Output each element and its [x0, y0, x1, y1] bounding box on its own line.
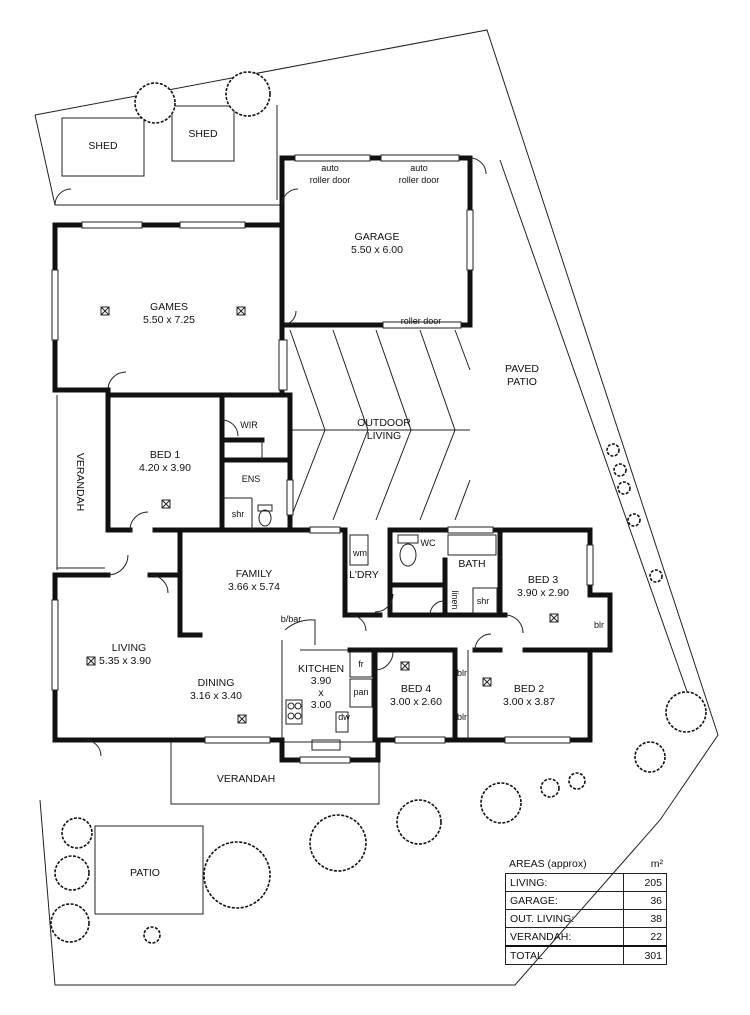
- fridge-label: fr: [358, 659, 364, 669]
- bed2-dims: 3.00 x 3.87: [503, 696, 555, 708]
- bed3-dims: 3.90 x 2.90: [517, 587, 569, 599]
- shed-2: [171, 105, 235, 162]
- bath-shr-label: shr: [477, 596, 490, 606]
- table-row: OUT. LIVING: 38: [505, 909, 667, 928]
- wc-label: WC: [421, 538, 436, 548]
- auto-roller-door-1-line1: auto: [321, 163, 339, 173]
- bed4-blr-label-2: blr: [457, 712, 467, 722]
- garage-dims: 5.50 x 6.00: [351, 244, 403, 256]
- patio-slab: [94, 825, 204, 915]
- shed-1-label: SHED: [88, 140, 118, 152]
- area-label: OUT. LIVING:: [505, 909, 624, 928]
- bed1-label: BED 1: [150, 449, 181, 461]
- family-label: FAMILY: [236, 568, 273, 580]
- outdoor-living-line1: OUTDOOR: [357, 417, 411, 429]
- total-row: TOTAL 301: [505, 945, 667, 965]
- ldry-label: L'DRY: [349, 569, 379, 581]
- areas-header: AREAS (approx) m²: [505, 858, 667, 873]
- area-label: VERANDAH:: [505, 927, 624, 947]
- patio-label: PATIO: [130, 867, 160, 879]
- table-row: VERANDAH: 22: [505, 927, 667, 947]
- auto-roller-door-1-line2: roller door: [310, 175, 351, 185]
- bbar-label: b/bar: [281, 614, 302, 624]
- total-value: 301: [623, 945, 667, 965]
- auto-roller-door-2-line1: auto: [410, 163, 428, 173]
- outdoor-living-paving: [289, 329, 471, 521]
- ens-shr-label: shr: [232, 509, 245, 519]
- living-dims: 5.35 x 3.90: [99, 655, 151, 667]
- house-walls: [51, 526, 613, 764]
- fence: [54, 105, 282, 206]
- dishwasher-label: dw: [338, 712, 350, 722]
- areas-table: AREAS (approx) m² LIVING: 205 GARAGE: 36…: [505, 858, 667, 965]
- bed3-label: BED 3: [528, 574, 559, 586]
- ceiling-markers: [86, 306, 559, 724]
- wm-label: wm: [352, 548, 367, 558]
- living-label: LIVING: [112, 642, 146, 654]
- area-label: GARAGE:: [505, 891, 624, 910]
- bath-label: BATH: [458, 558, 485, 570]
- dining-dims: 3.16 x 3.40: [190, 690, 242, 702]
- wir-label: WIR: [240, 420, 258, 430]
- trees: [50, 71, 707, 944]
- bed4-label: BED 4: [401, 683, 432, 695]
- kitchen-label: KITCHEN: [298, 663, 344, 675]
- bed4-dims: 3.00 x 2.60: [390, 696, 442, 708]
- bed2-label: BED 2: [514, 683, 545, 695]
- paved-patio-line1: PAVED: [505, 363, 539, 375]
- verandah-rear-label: VERANDAH: [217, 773, 275, 785]
- shed-2-label: SHED: [188, 128, 218, 140]
- verandah-side-label: VERANDAH: [74, 453, 86, 511]
- areas-title: AREAS (approx): [509, 858, 587, 870]
- pantry-label: pan: [353, 687, 368, 697]
- outdoor-living-line2: LIVING: [367, 430, 401, 442]
- table-row: LIVING: 205: [505, 873, 667, 892]
- area-value: 22: [623, 927, 667, 947]
- games-label: GAMES: [150, 301, 188, 313]
- area-label: LIVING:: [505, 873, 624, 892]
- shed-1: [61, 117, 145, 177]
- kitchen-dims-1: 3.90: [311, 675, 332, 687]
- kitchen-fittings: [285, 651, 373, 751]
- total-label: TOTAL: [505, 945, 624, 965]
- bed4-blr-label-1: blr: [457, 668, 467, 678]
- bed3-blr-label: blr: [594, 620, 604, 630]
- ens-label: ENS: [242, 474, 261, 484]
- family-dims: 3.66 x 5.74: [228, 581, 280, 593]
- bed1-dims: 4.20 x 3.90: [139, 462, 191, 474]
- area-value: 36: [623, 891, 667, 910]
- bath-fittings: [349, 534, 498, 614]
- area-value: 38: [623, 909, 667, 928]
- areas-grid: LIVING: 205 GARAGE: 36 OUT. LIVING: 38 V…: [505, 873, 667, 965]
- paved-patio-line2: PATIO: [507, 376, 537, 388]
- areas-unit: m²: [650, 858, 663, 870]
- area-value: 205: [623, 873, 667, 892]
- verandah-side-slab: [56, 395, 105, 570]
- garage-label: GARAGE: [355, 231, 400, 243]
- kitchen-dims-x: x: [318, 687, 324, 699]
- site-boundary: [34, 29, 719, 986]
- table-row: GARAGE: 36: [505, 891, 667, 910]
- games-walls: [51, 221, 288, 393]
- games-dims: 5.50 x 7.25: [143, 314, 195, 326]
- auto-roller-door-2-line2: roller door: [399, 175, 440, 185]
- roller-door-label: roller door: [401, 316, 442, 326]
- kitchen-dims-2: 3.00: [311, 699, 332, 711]
- dining-label: DINING: [198, 677, 235, 689]
- linen-label: linen: [450, 590, 460, 609]
- bed1-walls: [105, 387, 294, 533]
